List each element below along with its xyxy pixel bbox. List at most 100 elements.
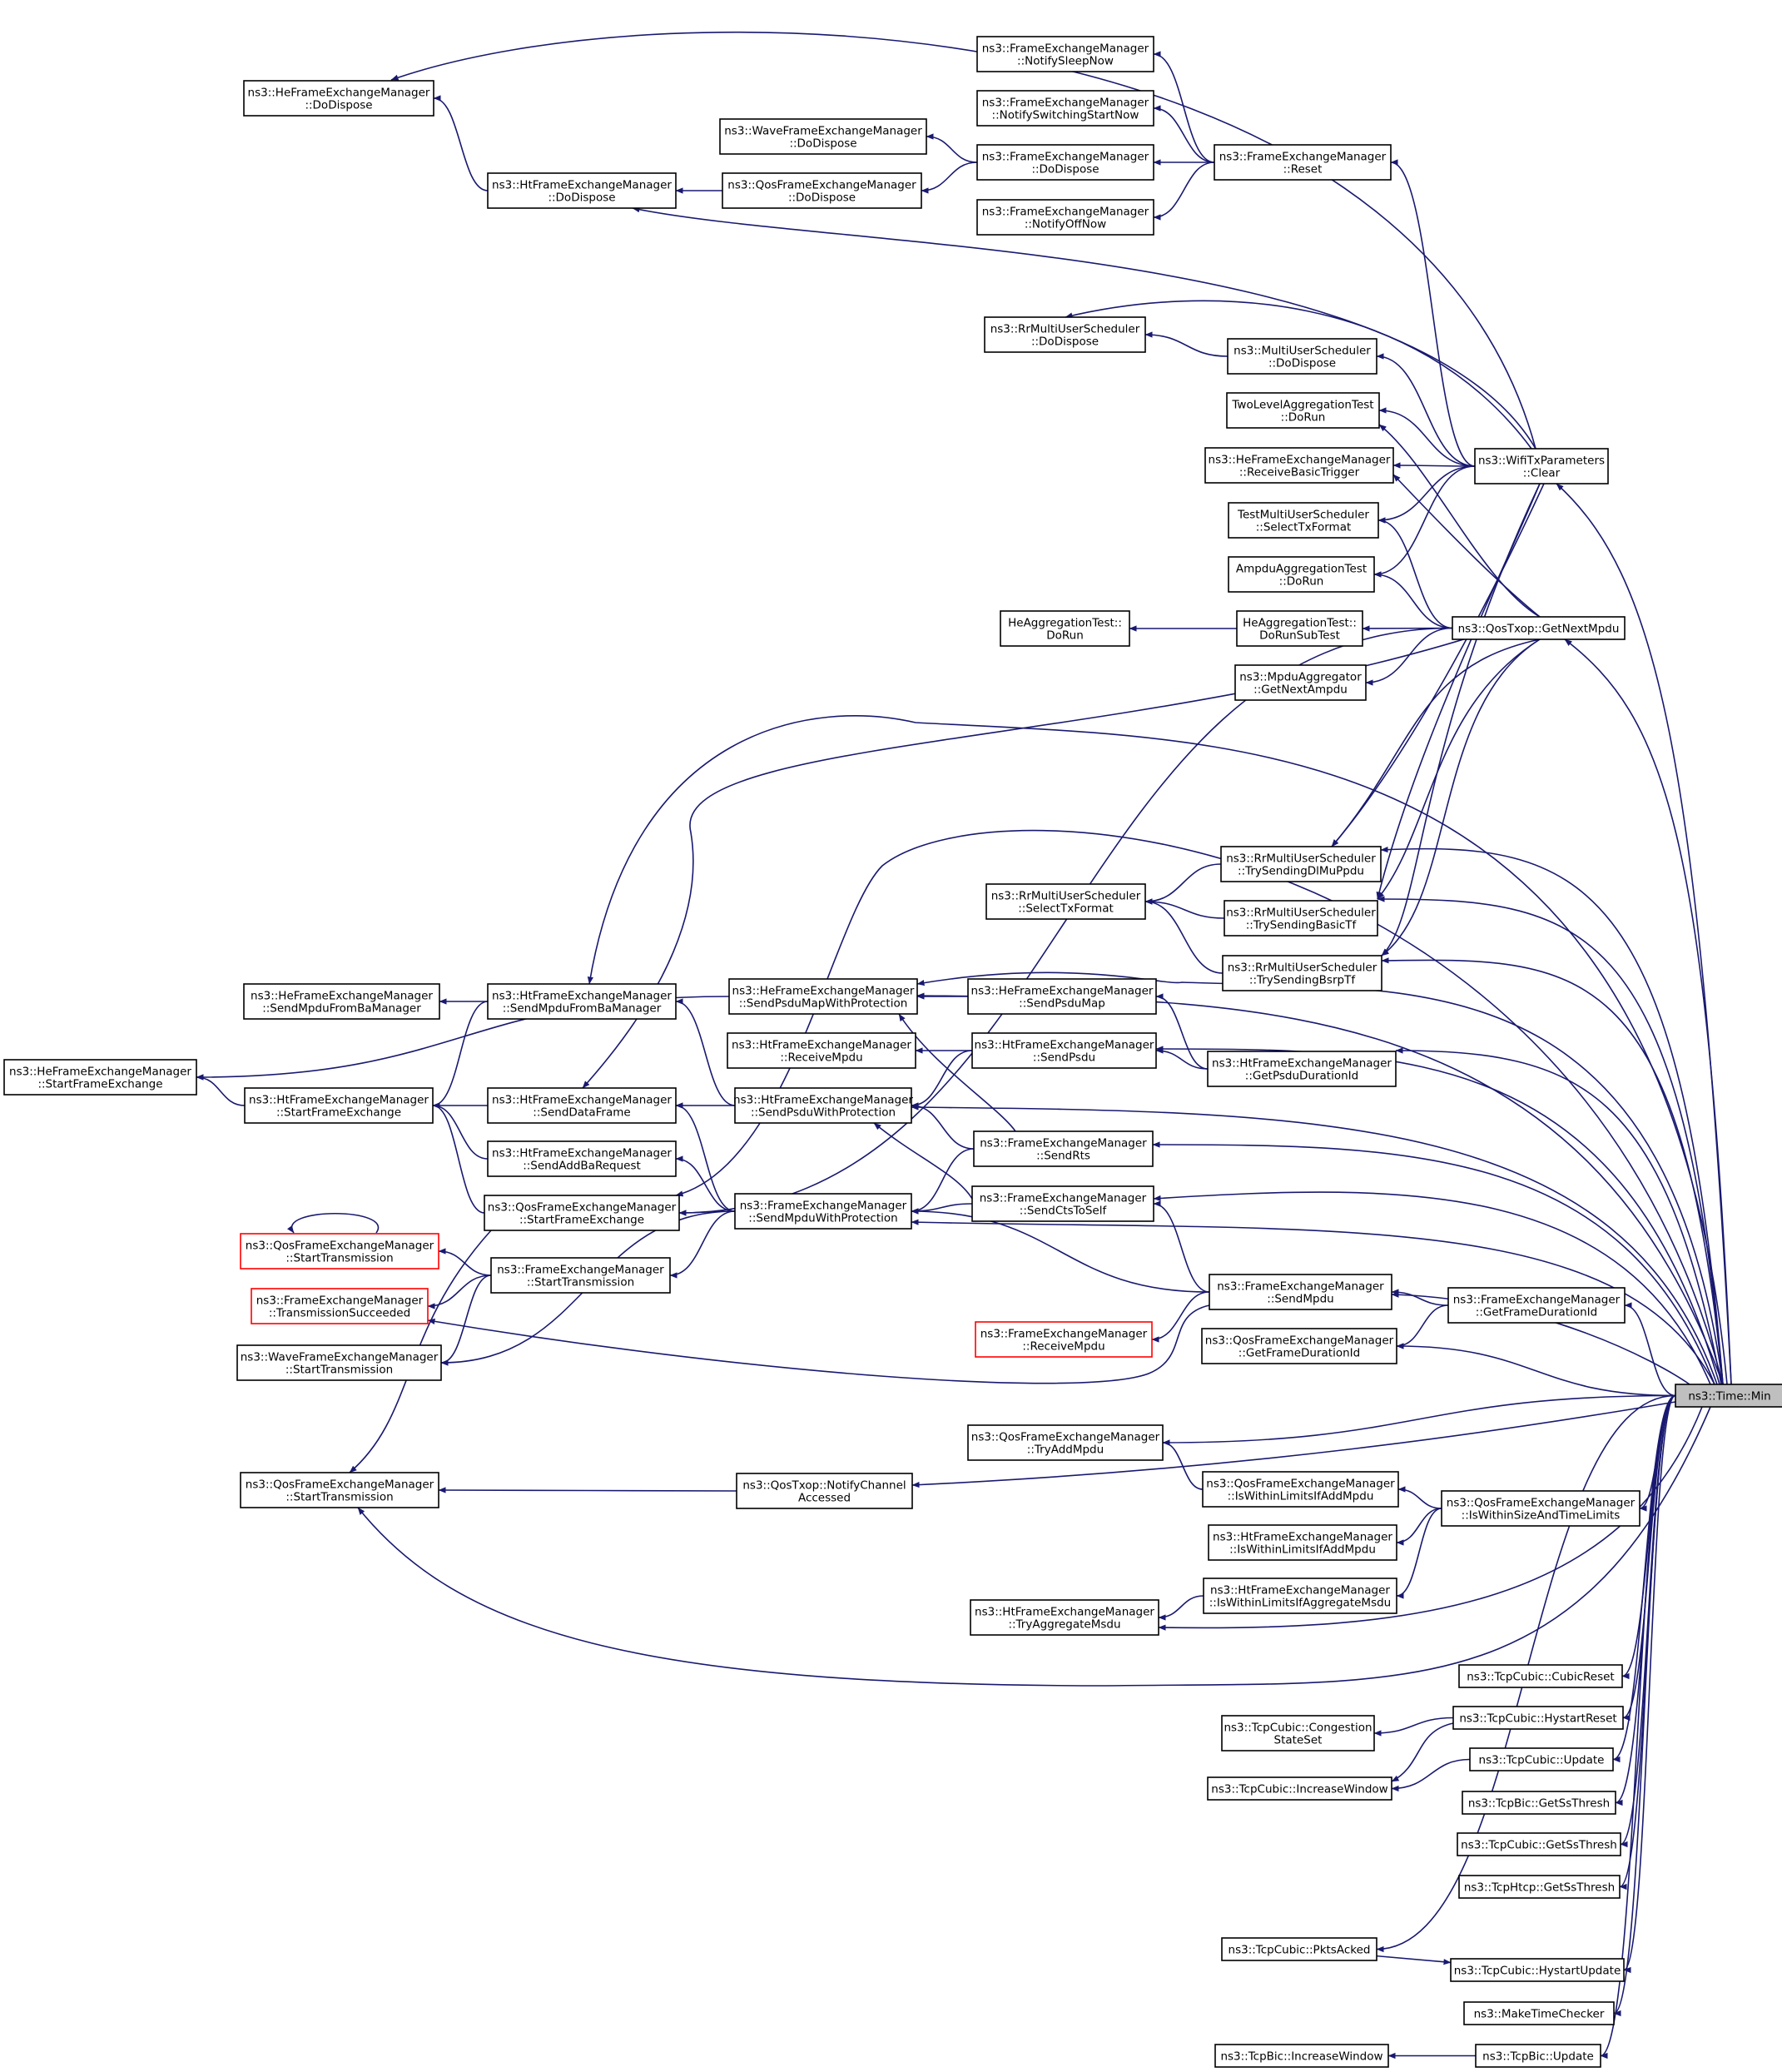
graph-node[interactable]: ns3::HtFrameExchangeManager::StartFrameE… <box>244 1087 434 1124</box>
node-label: ns3::QosFrameExchangeManager <box>971 1431 1160 1444</box>
node-label: ::TrySendingBasicTf <box>1246 919 1358 932</box>
graph-node[interactable]: ns3::QosFrameExchangeManager::IsWithinSi… <box>1441 1490 1641 1527</box>
graph-node[interactable]: ns3::HeFrameExchangeManager::SendPsduMap <box>967 978 1157 1015</box>
graph-node[interactable]: ns3::WaveFrameExchangeManager::DoDispose <box>719 118 927 155</box>
graph-node[interactable]: HeAggregationTest::DoRun <box>1000 610 1130 647</box>
graph-node[interactable]: ns3::HtFrameExchangeManager::TryAggregat… <box>970 1599 1159 1636</box>
graph-node[interactable]: ns3::RrMultiUserScheduler::TrySendingDlM… <box>1220 846 1382 882</box>
graph-node[interactable]: ns3::HtFrameExchangeManager::DoDispose <box>487 172 677 209</box>
graph-node[interactable]: ns3::FrameExchangeManager::ReceiveMpdu <box>975 1321 1153 1358</box>
graph-node[interactable]: ns3::TcpCubic::Update <box>1469 1747 1614 1771</box>
graph-node[interactable]: ns3::QosFrameExchangeManager::IsWithinLi… <box>1202 1471 1399 1508</box>
graph-node[interactable]: TwoLevelAggregationTest::DoRun <box>1226 392 1380 429</box>
graph-node[interactable]: ns3::MultiUserScheduler::DoDispose <box>1227 338 1377 375</box>
node-label: HeAggregationTest:: <box>1243 617 1357 630</box>
graph-node[interactable]: ns3::FrameExchangeManager::StartTransmis… <box>490 1257 671 1294</box>
node-label: ::ReceiveMpdu <box>780 1051 862 1065</box>
graph-node[interactable]: ns3::FrameExchangeManager::NotifyOffNow <box>976 199 1154 236</box>
graph-node[interactable]: ns3::QosFrameExchangeManager::StartTrans… <box>240 1472 439 1508</box>
node-label: ns3::FrameExchangeManager <box>982 151 1149 164</box>
graph-node[interactable]: ns3::TcpBic::IncreaseWindow <box>1214 2044 1389 2068</box>
graph-node[interactable]: ns3::QosTxop::GetNextMpdu <box>1452 616 1626 640</box>
graph-node[interactable]: ns3::HeFrameExchangeManager::StartFrameE… <box>3 1059 197 1096</box>
node-box <box>1224 900 1378 937</box>
node-label: ::GetFrameDurationId <box>1476 1306 1597 1319</box>
node-label: ::DoDispose <box>548 191 615 205</box>
graph-node[interactable]: TestMultiUserScheduler::SelectTxFormat <box>1228 502 1379 539</box>
graph-node[interactable]: ns3::MpduAggregator::GetNextAmpdu <box>1234 664 1367 701</box>
edge-n11-calls-n8 <box>911 1102 975 1150</box>
graph-node[interactable]: ns3::HeFrameExchangeManager::SendMpduFro… <box>243 983 440 1020</box>
node-label: ns3::TcpHtcp::GetSsThresh <box>1464 1881 1615 1895</box>
node-box <box>487 1087 677 1124</box>
graph-node[interactable]: ns3::HtFrameExchangeManager::IsWithinLim… <box>1203 1578 1397 1614</box>
node-label: ns3::HtFrameExchangeManager <box>249 1094 429 1107</box>
graph-node[interactable]: ns3::HtFrameExchangeManager::SendAddBaRe… <box>487 1140 677 1177</box>
graph-node[interactable]: ns3::FrameExchangeManager::Reset <box>1214 144 1392 181</box>
graph-node[interactable]: ns3::FrameExchangeManager::NotifySleepNo… <box>976 36 1154 72</box>
graph-node[interactable]: ns3::TcpCubic::IncreaseWindow <box>1207 1776 1392 1801</box>
graph-node[interactable]: ns3::TcpCubic::HystartReset <box>1452 1706 1624 1730</box>
node-label: ns3::FrameExchangeManager <box>980 1328 1148 1341</box>
graph-node[interactable]: AmpduAggregationTest::DoRun <box>1228 556 1375 593</box>
graph-node[interactable]: ns3::QosFrameExchangeManager::GetFrameDu… <box>1201 1328 1397 1364</box>
graph-node[interactable]: ns3::HeFrameExchangeManager::SendPsduMap… <box>728 978 918 1015</box>
graph-node[interactable]: ns3::TcpCubic::PktsAcked <box>1221 1937 1377 1961</box>
graph-node[interactable]: ns3::HeFrameExchangeManager::DoDispose <box>243 80 434 117</box>
node-label: ::SendMpdu <box>1267 1293 1333 1306</box>
node-label: ns3::FrameExchangeManager <box>1219 151 1387 164</box>
graph-node[interactable]: ns3::QosFrameExchangeManager::TryAddMpdu <box>967 1424 1164 1461</box>
edge-n53-calls-n33 <box>1331 638 1541 847</box>
graph-node[interactable]: ns3::RrMultiUserScheduler::TrySendingBsr… <box>1222 955 1382 991</box>
node-box <box>1463 2001 1615 2025</box>
graph-node[interactable]: ns3::RrMultiUserScheduler::DoDispose <box>984 316 1146 353</box>
graph-node[interactable]: ns3::HtFrameExchangeManager::ReceiveMpdu <box>727 1032 916 1069</box>
edge-n54-calls-n34 <box>1376 483 1541 900</box>
graph-node[interactable]: ns3::FrameExchangeManager::TransmissionS… <box>251 1288 429 1324</box>
graph-node[interactable]: ns3::FrameExchangeManager::GetFrameDurat… <box>1447 1287 1626 1324</box>
graph-node[interactable]: ns3::QosFrameExchangeManager::DoDispose <box>722 172 922 209</box>
graph-node[interactable]: ns3::QosFrameExchangeManager::StartFrame… <box>484 1195 680 1231</box>
graph-node[interactable]: ns3::FrameExchangeManager::SendRts <box>973 1130 1154 1167</box>
edge-n12-calls-n8 <box>898 1013 1016 1132</box>
graph-node[interactable]: ns3::MakeTimeChecker <box>1463 2001 1615 2025</box>
graph-node[interactable]: ns3::HtFrameExchangeManager::SendDataFra… <box>487 1087 677 1124</box>
graph-node[interactable]: ns3::HtFrameExchangeManager::SendPsduWit… <box>733 1087 913 1124</box>
graph-node[interactable]: ns3::WifiTxParameters::Clear <box>1474 448 1609 484</box>
edge-n4-calls-n1 <box>1396 1304 1449 1349</box>
edge-n4-calls-n0 <box>1396 1343 1676 1397</box>
graph-node[interactable]: ns3::FrameExchangeManager::SendCtsToSelf <box>971 1185 1154 1222</box>
node-label: ns3::WaveFrameExchangeManager <box>241 1351 439 1364</box>
graph-node[interactable]: ns3::FrameExchangeManager::DoDispose <box>976 144 1154 181</box>
graph-node[interactable]: HeAggregationTest::DoRunSubTest <box>1236 610 1363 647</box>
node-box <box>1228 556 1375 593</box>
graph-node[interactable]: ns3::FrameExchangeManager::SendMpdu <box>1209 1274 1392 1310</box>
graph-node[interactable]: ns3::TcpCubic::HystartUpdate <box>1450 1958 1625 1982</box>
graph-node[interactable]: ns3::RrMultiUserScheduler::SelectTxForma… <box>985 883 1146 920</box>
graph-node[interactable]: ns3::HtFrameExchangeManager::GetPsduDura… <box>1207 1051 1397 1087</box>
graph-node[interactable]: ns3::TcpBic::Update <box>1475 2044 1601 2068</box>
graph-node[interactable]: ns3::WaveFrameExchangeManager::StartTran… <box>236 1344 442 1381</box>
graph-node[interactable]: ns3::FrameExchangeManager::NotifySwitchi… <box>976 90 1154 127</box>
graph-node[interactable]: ns3::Time::Min <box>1675 1384 1782 1408</box>
graph-node[interactable]: ns3::TcpCubic::GetSsThresh <box>1457 1832 1621 1856</box>
edge-n26-calls-n0 <box>911 1401 1676 1488</box>
graph-node[interactable]: ns3::TcpCubic::CubicReset <box>1458 1664 1623 1688</box>
graph-node[interactable]: ns3::TcpBic::GetSsThresh <box>1462 1791 1616 1815</box>
edge-n56-calls-n53 <box>1144 863 1222 905</box>
edge-n24-calls-n18 <box>440 1275 492 1366</box>
graph-node[interactable]: ns3::HtFrameExchangeManager::SendMpduFro… <box>487 983 677 1020</box>
node-label: ::SendPsduWithProtection <box>751 1106 896 1120</box>
graph-node[interactable]: ns3::QosFrameExchangeManager::StartTrans… <box>240 1233 439 1270</box>
edge-n27-calls-n0 <box>1162 1394 1676 1446</box>
node-label: ns3::RrMultiUserScheduler <box>990 323 1140 336</box>
graph-node[interactable]: ns3::FrameExchangeManager::SendMpduWithP… <box>734 1193 912 1230</box>
graph-node[interactable]: ns3::HtFrameExchangeManager::IsWithinLim… <box>1208 1524 1397 1561</box>
graph-node[interactable]: ns3::HeFrameExchangeManager::ReceiveBasi… <box>1204 447 1394 484</box>
graph-node[interactable]: ns3::TcpHtcp::GetSsThresh <box>1458 1875 1621 1899</box>
graph-node[interactable]: ns3::HtFrameExchangeManager::SendPsdu <box>971 1032 1157 1069</box>
edge-n34-calls-n0 <box>1556 483 1732 1385</box>
graph-node[interactable]: ns3::RrMultiUserScheduler::TrySendingBas… <box>1224 900 1378 937</box>
